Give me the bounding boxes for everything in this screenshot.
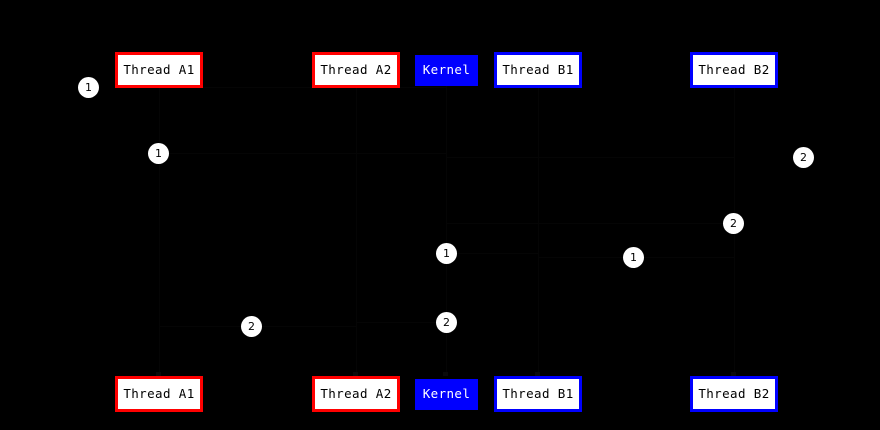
participant-kernel-top[interactable]: Kernel <box>415 55 478 86</box>
participant-label: Thread B1 <box>502 61 574 77</box>
lifeline-thread-b1 <box>538 88 539 376</box>
step-badge-label: 2 <box>248 320 255 333</box>
step-badge-label: 1 <box>155 147 162 160</box>
step-badge-label: 2 <box>443 316 450 329</box>
participant-thread-b1-bottom[interactable]: Thread B1 <box>494 376 582 412</box>
participant-label: Kernel <box>422 62 471 78</box>
message-arrow-4 <box>446 223 734 224</box>
participant-thread-b2-top[interactable]: Thread B2 <box>690 52 778 88</box>
notch-kernel <box>443 372 448 376</box>
participant-label: Thread A1 <box>123 61 195 77</box>
participant-thread-a1-top[interactable]: Thread A1 <box>115 52 203 88</box>
participant-label: Thread B2 <box>698 385 770 401</box>
participant-thread-a2-bottom[interactable]: Thread A2 <box>312 376 400 412</box>
step-badge-label: 2 <box>800 151 807 164</box>
notch-thread-b2 <box>731 372 736 376</box>
step-badge: 2 <box>241 316 262 337</box>
participant-thread-a2-top[interactable]: Thread A2 <box>312 52 400 88</box>
step-badge: 1 <box>436 243 457 264</box>
step-badge: 2 <box>436 312 457 333</box>
lifeline-thread-a2 <box>356 88 357 376</box>
participant-thread-b2-bottom[interactable]: Thread B2 <box>690 376 778 412</box>
participant-label: Thread B2 <box>698 61 770 77</box>
participant-thread-b1-top[interactable]: Thread B1 <box>494 52 582 88</box>
participant-label: Thread A1 <box>123 385 195 401</box>
participant-label: Thread B1 <box>502 385 574 401</box>
lifeline-kernel <box>446 86 447 376</box>
participant-label: Kernel <box>422 386 471 402</box>
step-badge: 2 <box>793 147 814 168</box>
message-arrow-2 <box>159 153 447 154</box>
step-badge-label: 1 <box>630 251 637 264</box>
message-arrow-5 <box>446 253 538 254</box>
step-badge-label: 2 <box>730 217 737 230</box>
step-badge: 2 <box>723 213 744 234</box>
step-badge-label: 1 <box>443 247 450 260</box>
participant-kernel-bottom[interactable]: Kernel <box>415 379 478 410</box>
message-arrow-7 <box>356 322 446 323</box>
lifeline-thread-a1 <box>159 88 160 376</box>
notch-thread-a1 <box>156 372 161 376</box>
message-arrow-1 <box>159 87 447 88</box>
participant-label: Thread A2 <box>320 61 392 77</box>
participant-label: Thread A2 <box>320 385 392 401</box>
step-badge: 1 <box>78 77 99 98</box>
message-arrow-3 <box>446 157 734 158</box>
notch-thread-a2 <box>353 372 358 376</box>
step-badge: 1 <box>148 143 169 164</box>
step-badge: 1 <box>623 247 644 268</box>
notch-thread-b1 <box>535 372 540 376</box>
step-badge-label: 1 <box>85 81 92 94</box>
participant-thread-a1-bottom[interactable]: Thread A1 <box>115 376 203 412</box>
